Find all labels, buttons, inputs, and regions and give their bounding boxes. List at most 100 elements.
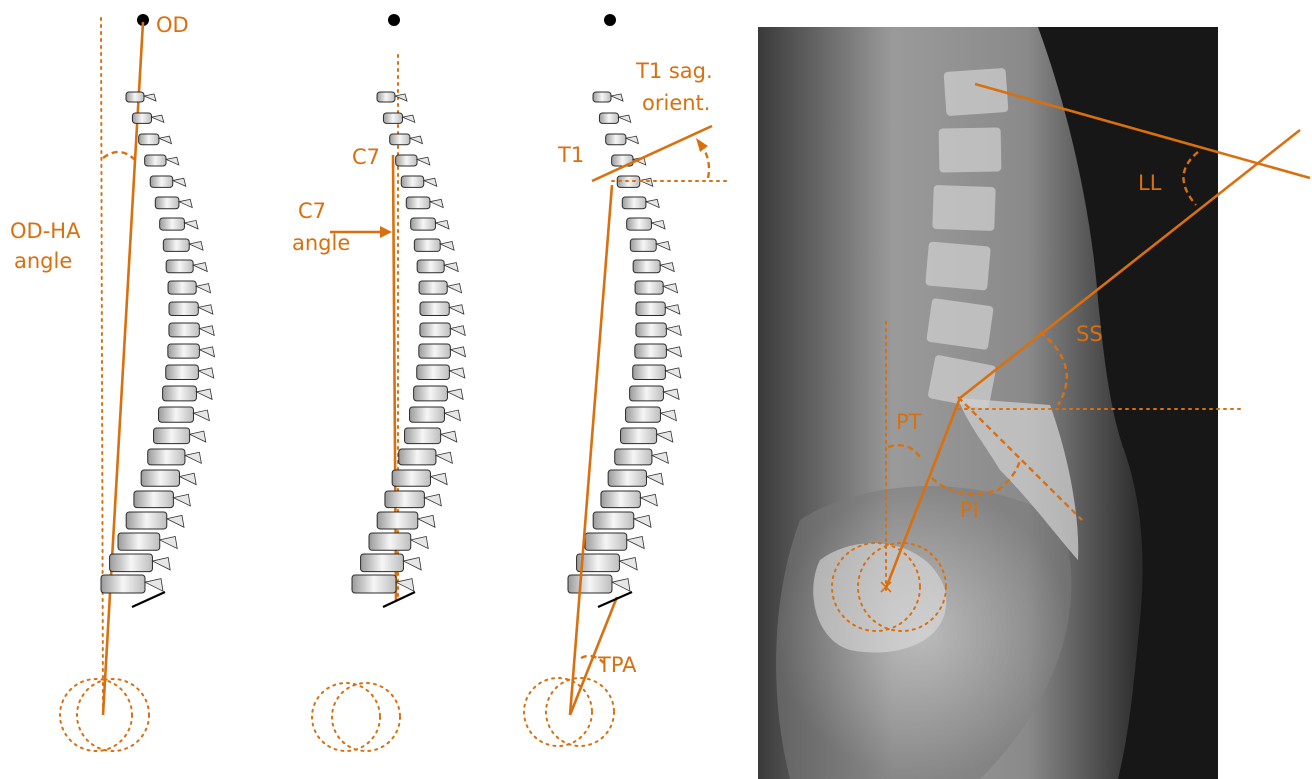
vertebra-body [615, 449, 652, 465]
label-pt: PT [896, 410, 922, 434]
vertebra-body [593, 512, 634, 529]
vertebra-process [640, 494, 657, 506]
label-ll: LL [1138, 171, 1162, 195]
vertebra-process [646, 199, 659, 207]
vertebra-process [646, 473, 663, 484]
vertebra-body [599, 113, 618, 123]
vertebra-process [611, 94, 623, 101]
femoral-head-circle-left [60, 679, 132, 751]
vertebra-body [141, 470, 179, 486]
vertebra-process [450, 326, 465, 336]
vertebra-process [444, 410, 460, 421]
vertebra-process [144, 94, 156, 101]
vertebra-body [154, 428, 190, 444]
vertebra-body [159, 407, 194, 422]
vertebra-process [430, 473, 447, 484]
vertebra-process [656, 241, 670, 250]
vertebra-process [450, 347, 465, 357]
vertebra-process [196, 389, 212, 399]
vertebra-body [630, 386, 664, 401]
vertebra-body [168, 344, 200, 358]
label-c7-angle-line2: angle [292, 231, 350, 255]
vertebra-process [403, 558, 421, 570]
vertebra-process [199, 347, 214, 357]
vertebra-process [424, 178, 437, 186]
vertebra-body [417, 365, 450, 380]
label-t1: T1 [557, 143, 584, 167]
label-odha-line1: OD-HA [10, 219, 81, 243]
vertebra-body [126, 512, 167, 529]
vertebra-process [411, 536, 428, 548]
femoral-head-circle-right [77, 679, 149, 751]
vertebra-body [414, 239, 440, 251]
vertebra-body [377, 92, 395, 102]
vertebra-process [651, 220, 665, 228]
femoral-head-circle-left [312, 683, 380, 751]
vertebra-body [633, 260, 660, 273]
vertebra-body [399, 449, 436, 465]
vertebra-process [447, 284, 461, 293]
vertebra-body [166, 365, 199, 380]
arrowhead-icon [696, 138, 708, 152]
vertebra-process [418, 515, 435, 527]
vertebra-process [173, 494, 190, 506]
vertebra-process [160, 536, 177, 548]
sacral-endplate-line [132, 592, 165, 607]
vertebra-body [419, 281, 447, 294]
vertebra-process [196, 284, 210, 293]
vertebra-body [390, 134, 410, 145]
vertebra-body [420, 302, 449, 315]
vertebra-body [148, 449, 185, 465]
vertebra-body [608, 470, 646, 486]
vertebra-body [139, 134, 159, 145]
vertebra-body [626, 407, 661, 422]
vertebra-process [663, 389, 679, 399]
vertebra-process [152, 558, 170, 570]
vertebra-process [410, 136, 423, 143]
label-c7: C7 [352, 145, 380, 169]
vertebra-body [635, 344, 667, 358]
vertebra-process [634, 515, 651, 527]
vertebra-process [193, 410, 209, 421]
vertebra-body [411, 218, 436, 230]
vertebra-body [593, 92, 611, 102]
vertebra-process [663, 284, 677, 293]
vertebra-body [145, 155, 166, 166]
label-pi: PI [960, 498, 979, 522]
vertebra-process [665, 305, 680, 314]
xray-vertebra [939, 127, 1002, 172]
vertebra-body [361, 554, 404, 572]
vertebra-body [118, 533, 160, 550]
vertebra-process [424, 494, 441, 506]
vertebra-body [401, 176, 424, 187]
label-t1-sag-line2: orient. [642, 91, 710, 115]
vertebra-process [159, 136, 172, 143]
vertebra-process [179, 199, 192, 207]
vertebra-process [627, 536, 644, 548]
vertebra-process [436, 452, 452, 463]
vertebra-body [636, 302, 665, 315]
vertebra-process [612, 579, 630, 592]
vertebra-process [199, 326, 214, 336]
vertebra-body [163, 239, 189, 251]
vertebra-body [622, 197, 646, 209]
vertebra-body [630, 239, 656, 251]
vertebra-body [636, 323, 666, 337]
vertebra-process [626, 136, 639, 143]
vertebra-body [635, 281, 663, 294]
vertebra-body [168, 281, 196, 294]
xray-panel: LL SS PT PI [758, 27, 1310, 779]
spine-model [101, 92, 215, 593]
vertebra-body [627, 218, 652, 230]
vertebra-body [134, 491, 173, 508]
vertebra-body [410, 407, 445, 422]
panel-t1-tpa: T1 sag. orient. T1 TPA [524, 14, 728, 746]
vertebra-body [392, 470, 430, 486]
vertebra-process [184, 220, 198, 228]
vertebra-process [193, 263, 207, 272]
panel-c7: C7 C7 angle [292, 14, 466, 751]
vertebra-process [189, 241, 203, 250]
vertebra-body [621, 428, 657, 444]
vertebra-process [173, 178, 186, 186]
